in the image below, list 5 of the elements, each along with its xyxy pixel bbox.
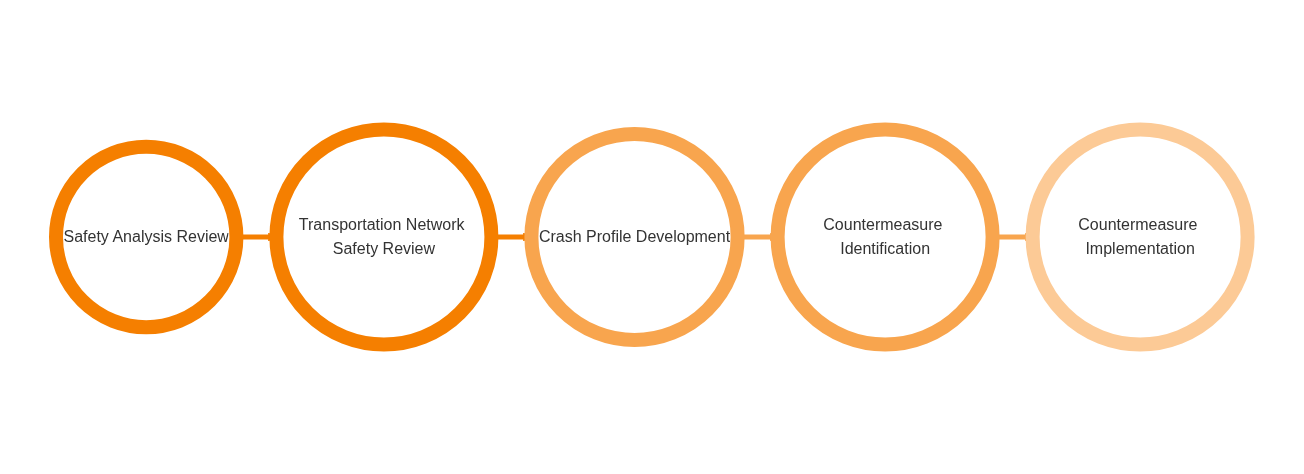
node-circle: Safety Analysis Review (49, 139, 244, 335)
node-circle: Countermeasure Identification (770, 122, 1000, 352)
node-circle: Countermeasure Implementation (1025, 122, 1255, 352)
node-circle: Transportation Network Safety Review (269, 122, 499, 352)
node-circle: Crash Profile Development (524, 126, 745, 348)
